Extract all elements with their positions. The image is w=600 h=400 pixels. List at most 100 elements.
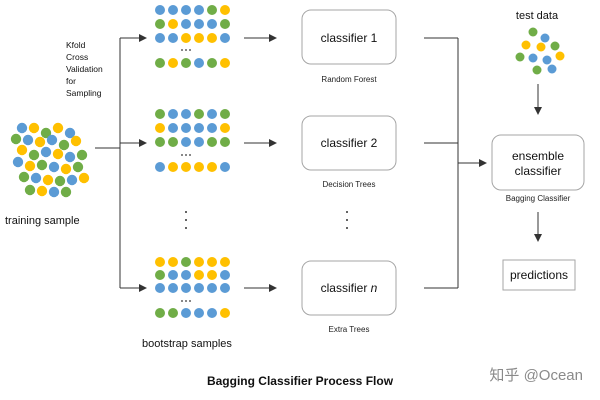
kfold-note-line1: Kfold xyxy=(66,40,86,50)
ensemble-caption: Bagging Classifier xyxy=(506,194,571,203)
bootstrap-sample-dot xyxy=(207,19,217,29)
bootstrap-sample-dot xyxy=(194,162,204,172)
bootstrap-sample-dot xyxy=(155,308,165,318)
bootstrap-sample-dot xyxy=(155,109,165,119)
classifier-1-label: classifier 1 xyxy=(321,31,378,45)
bootstrap-sample-dot xyxy=(220,270,230,280)
bootstrap-sample-dot xyxy=(155,257,165,267)
test-data-dot xyxy=(521,40,531,50)
test-data-dot xyxy=(532,65,542,75)
bootstrap-sample-dot xyxy=(220,137,230,147)
predictions-box xyxy=(502,259,576,291)
training-sample-dot xyxy=(58,139,70,151)
training-sample-dot xyxy=(48,186,60,198)
bootstrap-sample-dot xyxy=(207,5,217,15)
bootstrap-sample-dot xyxy=(168,5,178,15)
bootstrap-sample-dot xyxy=(181,109,191,119)
training-sample-dot xyxy=(52,122,64,134)
ensemble-classifier-box xyxy=(491,134,585,191)
bootstrap-sample-dot xyxy=(207,58,217,68)
bootstrap-sample-dot xyxy=(207,270,217,280)
bootstrap-sample-dot xyxy=(207,162,217,172)
training-sample-dot xyxy=(36,159,48,171)
test-data-dots xyxy=(515,27,565,75)
bootstrap-sample-dot xyxy=(220,308,230,318)
bootstrap-sample-dot xyxy=(168,308,178,318)
training-sample-dot xyxy=(30,172,42,184)
bootstrap-sample-dot xyxy=(168,257,178,267)
training-sample-dot xyxy=(42,174,54,186)
bootstrap-sample-dot xyxy=(181,270,191,280)
training-sample-dot xyxy=(36,185,48,197)
bootstrap-sample-dot xyxy=(168,19,178,29)
kfold-note-line2: Cross xyxy=(66,52,88,62)
bootstrap-sample-dot xyxy=(194,58,204,68)
training-sample-dot xyxy=(24,184,36,196)
training-sample-dots xyxy=(10,122,90,198)
bootstrap-sample-dot xyxy=(207,123,217,133)
bootstrap-sample-dot xyxy=(168,270,178,280)
bootstrap-sample-dot xyxy=(194,5,204,15)
training-sample-dot xyxy=(34,136,46,148)
classifier-2-algorithm: Decision Trees xyxy=(323,180,376,189)
training-sample-dot xyxy=(70,135,82,147)
bootstrap-sample-dot xyxy=(181,162,191,172)
bootstrap-sample-dot xyxy=(181,58,191,68)
test-data-dot xyxy=(555,51,565,61)
bootstrap-sample-dot xyxy=(194,257,204,267)
bootstrap-sample-dot xyxy=(155,137,165,147)
test-data-dot xyxy=(515,52,525,62)
bootstrap-sample-dot xyxy=(207,308,217,318)
bootstrap-sample-1-dots xyxy=(155,5,230,68)
training-sample-dot xyxy=(10,133,22,145)
test-data-dot xyxy=(542,55,552,65)
watermark-text: 知乎 @Ocean xyxy=(489,367,583,384)
training-sample-dot xyxy=(22,134,34,146)
training-sample-dot xyxy=(28,122,40,134)
bootstrap-sample-dot xyxy=(181,308,191,318)
training-sample-dot xyxy=(60,186,72,198)
bootstrap-sample-dot xyxy=(194,109,204,119)
classifier-1-algorithm: Random Forest xyxy=(321,75,377,84)
kfold-note: Kfold Cross Validation for Sampling xyxy=(66,40,103,98)
bootstrap-sample-dot xyxy=(155,123,165,133)
training-sample-dot xyxy=(16,122,28,134)
training-sample-label: training sample xyxy=(5,215,80,227)
bootstrap-sample-dot xyxy=(168,283,178,293)
training-sample-dot xyxy=(66,174,78,186)
training-sample-dot xyxy=(64,127,76,139)
bootstrap-sample-dot xyxy=(168,137,178,147)
bootstrap-sample-dot xyxy=(220,162,230,172)
bootstrap-sample-dot xyxy=(194,308,204,318)
bootstrap-sample-dot xyxy=(220,58,230,68)
merge-connector xyxy=(424,37,487,289)
test-data-dot xyxy=(550,41,560,51)
bootstrap-sample-2-dots xyxy=(155,109,230,172)
bootstrap-sample-dot xyxy=(181,283,191,293)
kfold-note-line4: for xyxy=(66,76,76,86)
training-sample-dot xyxy=(54,175,66,187)
classifier-vertical-ellipsis xyxy=(346,211,348,229)
training-sample-dot xyxy=(46,134,58,146)
training-sample-dot xyxy=(60,163,72,175)
bootstrap-ellipsis-dots xyxy=(181,49,191,302)
bootstrap-sample-dot xyxy=(194,283,204,293)
bootstrap-sample-dot xyxy=(155,33,165,43)
bootstrap-sample-dot xyxy=(194,270,204,280)
classifier-2-box xyxy=(301,115,397,171)
classifier-1-box xyxy=(301,9,397,65)
bootstrap-sample-dot xyxy=(181,257,191,267)
bootstrap-sample-dot xyxy=(168,162,178,172)
training-sample-dot xyxy=(40,146,52,158)
bootstrap-sample-dot xyxy=(181,5,191,15)
bootstrap-sample-dot xyxy=(155,270,165,280)
bootstrap-sample-dot xyxy=(207,257,217,267)
training-sample-dot xyxy=(40,127,52,139)
classifier-n-box xyxy=(301,260,397,316)
bootstrap-sample-dot xyxy=(220,283,230,293)
bootstrap-sample-dot xyxy=(220,257,230,267)
training-sample-dot xyxy=(64,151,76,163)
predictions-label: predictions xyxy=(510,268,568,282)
bootstrap-sample-dot xyxy=(194,123,204,133)
bootstrap-vertical-ellipsis xyxy=(185,211,187,229)
